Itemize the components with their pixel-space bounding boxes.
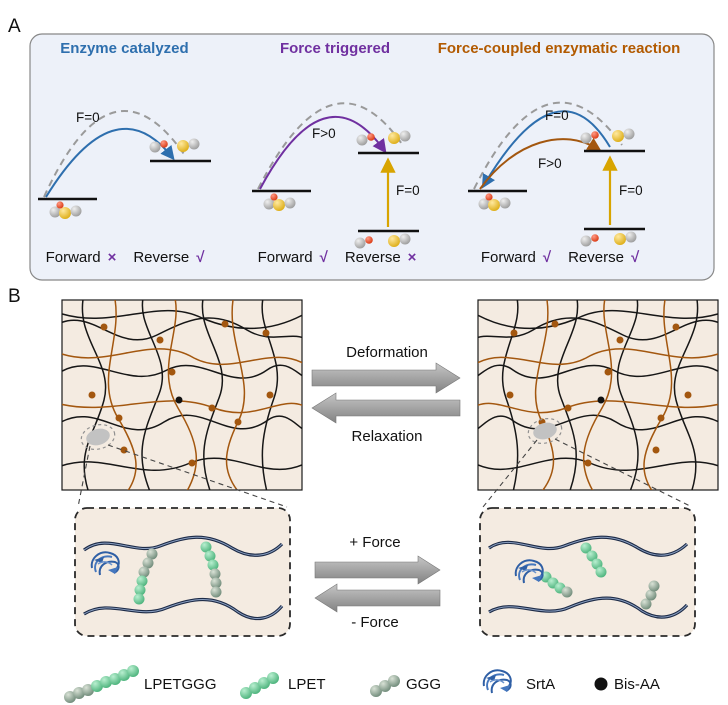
legend-lpet-icon [240,672,279,699]
forward-label: Forward [257,249,313,266]
minus-force-arrow-left [314,583,441,613]
energy-diagram-force-coupled [468,101,645,247]
crosslink-highlight-left [77,424,288,508]
legend-bis-aa-icon [594,677,608,691]
diagram-title-force-triggered: Force triggered [279,40,391,57]
lpet-bound-to-srta-chain [540,571,573,598]
relaxation-label: Relaxation [351,428,423,445]
cleaved-ggg-chain [640,580,660,610]
legend-lpetggg-icon [64,665,139,703]
deformation-label: Deformation [346,344,428,361]
diagram-title-force-coupled: Force-coupled enzymatic reaction [437,40,681,57]
inset-left-box [74,507,291,637]
minus-force-label: - Force [351,614,399,631]
network-left-box [61,299,303,491]
uncatalyzed-barrier-curve [473,101,623,190]
force-label: F>0 [538,156,562,171]
reverse-label: Reverse [133,249,190,266]
relaxation-arrow-left [311,392,461,424]
forward-label: Forward [45,249,101,266]
cleaved-lpet-chain [580,542,607,578]
reverse-mark: √ [630,249,640,266]
peptide-chain-left [133,548,158,605]
panel-a-box [29,33,715,281]
verdict-row-force-coupled: Forward √ Reverse √ [435,249,685,267]
diagram-title-enzyme-catalyzed: Enzyme catalyzed [60,40,189,57]
reverse-mark: √ [196,249,205,266]
force-label: F=0 [396,183,420,198]
legend-ggg-icon [370,675,400,697]
reverse-label: Reverse [568,249,624,266]
legend-label-srta: SrtA [526,676,556,693]
panel-a-label: A [8,16,21,37]
legend-label-lpet: LPET [288,676,326,693]
forward-mark: √ [319,249,328,266]
reverse-label: Reverse [344,249,401,266]
verdict-row-enzyme-catalyzed: Forward × Reverse √ [0,249,250,267]
legend-srta-protein-icon [482,669,512,694]
force-label: F=0 [545,108,569,123]
enzyme-reverse-curve [481,110,611,189]
force-forward-curve [259,115,387,190]
plus-force-label: + Force [349,534,401,551]
uncatalyzed-barrier-curve [43,110,187,198]
force-label: F>0 [312,126,336,141]
legend-label-lpetggg: LPETGGG [144,676,217,693]
panel-b-label: B [8,286,21,307]
legend-label-ggg: GGG [406,676,442,693]
inset-right-content [488,535,689,619]
forward-label: Forward [480,249,536,266]
energy-diagram-enzyme-catalyzed [38,110,211,219]
forward-mark: √ [542,249,552,266]
forward-mark: × [107,249,117,266]
deformation-arrow-right [311,362,461,394]
uncatalyzed-barrier-curve [257,102,405,190]
inset-left-content [83,535,284,621]
peptide-chain-right [200,541,222,598]
force-label: F=0 [619,183,643,198]
crosslink-highlight-right [482,418,693,508]
reverse-mark: × [407,249,417,266]
legend-label-bis-aa: Bis-AA [614,676,660,693]
energy-diagram-force-triggered [252,102,419,249]
plus-force-arrow-right [314,555,441,585]
verdict-row-force-triggered: Forward √ Reverse × [212,249,462,267]
force-label: F=0 [76,110,100,125]
